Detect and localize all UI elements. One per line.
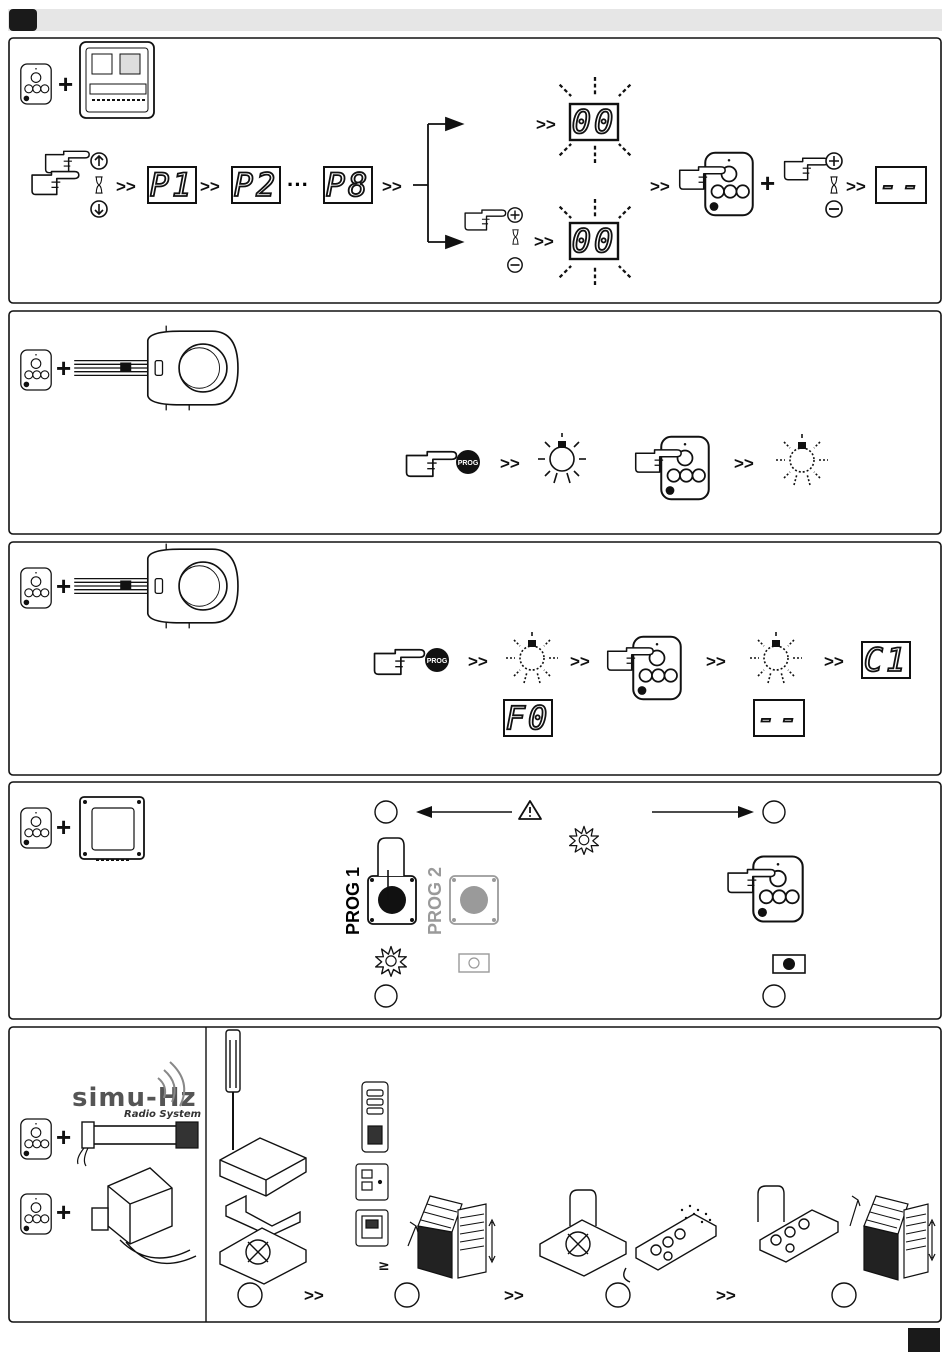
plus-sign: + <box>56 353 71 383</box>
next-arrow: >> <box>846 177 866 196</box>
svg-text:P1: P1 <box>150 166 195 204</box>
plus-sign: + <box>56 1122 71 1152</box>
section-3: + PROG >> F0 >> >> -- >> C1 <box>9 542 941 775</box>
section-4: + PROG 1 <box>9 782 941 1019</box>
section-5: simu-Hz Radio System + + <box>9 1027 941 1322</box>
prog2-label: PROG 2 <box>425 867 445 935</box>
remote-icon <box>21 350 51 390</box>
remote-icon <box>753 857 802 922</box>
plus-button-icon <box>826 153 842 169</box>
minus-button-icon <box>508 258 522 272</box>
remote-icon <box>705 153 753 216</box>
step-circle <box>375 985 397 1007</box>
next-arrow: >> <box>382 177 402 196</box>
prog2-button[interactable] <box>450 876 498 924</box>
svg-text:P8: P8 <box>326 166 371 204</box>
plus-sign: + <box>56 571 71 601</box>
svg-text:Radio System: Radio System <box>124 1109 201 1120</box>
down-button-icon <box>91 201 107 217</box>
prog-button-icon: PROG <box>456 450 480 474</box>
led-on-icon <box>773 955 805 973</box>
svg-text:F0: F0 <box>506 699 551 737</box>
page-marker <box>908 1328 940 1352</box>
display-c1: C1 <box>862 641 910 679</box>
next-arrow: >> <box>716 1286 736 1305</box>
remote-icon <box>661 437 709 500</box>
svg-text:00: 00 <box>572 222 617 260</box>
section-2: + PROG >> >> <box>9 311 941 534</box>
step-circle <box>763 801 785 823</box>
led-off-icon <box>459 954 489 972</box>
plus-sign: + <box>56 812 71 842</box>
next-arrow: >> <box>734 454 754 473</box>
step-circle <box>832 1283 856 1307</box>
plus-sign: + <box>58 69 73 99</box>
next-arrow: >> <box>500 454 520 473</box>
display-00-upper: 00 <box>570 103 618 141</box>
display-p8: P8 <box>324 166 372 204</box>
up-button-icon <box>91 153 107 169</box>
next-arrow: >> <box>706 652 726 671</box>
ellipsis: ··· <box>287 172 309 197</box>
remote-icon <box>21 808 51 848</box>
next-arrow: >> <box>824 652 844 671</box>
step-circle <box>606 1283 630 1307</box>
plus-sign: + <box>760 168 775 198</box>
remote-icon <box>21 1194 51 1234</box>
step-circle <box>763 985 785 1007</box>
greater-equal-sign: ≥ <box>378 1258 390 1274</box>
next-arrow: >> <box>504 1286 524 1305</box>
svg-text:PROG: PROG <box>427 658 448 665</box>
minus-button-icon <box>826 201 842 217</box>
next-arrow: >> <box>570 652 590 671</box>
display-p1: P1 <box>148 166 196 204</box>
display-00-lower: 00 <box>570 222 618 260</box>
step-circle <box>395 1283 419 1307</box>
receiver-box-icon <box>80 797 144 860</box>
next-arrow: >> <box>468 652 488 671</box>
remote-icon <box>21 64 51 104</box>
prog1-button[interactable] <box>368 876 416 924</box>
svg-text:--: -- <box>757 699 802 737</box>
next-arrow: >> <box>304 1286 324 1305</box>
next-arrow: >> <box>116 177 136 196</box>
prog1-label: PROG 1 <box>343 867 363 935</box>
plus-button-icon <box>508 208 522 222</box>
control-box-icon <box>80 42 154 118</box>
next-arrow: >> <box>650 177 670 196</box>
display-f0: F0 <box>504 699 552 737</box>
svg-text:--: -- <box>879 166 924 204</box>
display-dashes: -- <box>754 699 804 737</box>
svg-text:P2: P2 <box>234 166 279 204</box>
remote-icon <box>21 1119 51 1159</box>
next-arrow: >> <box>200 177 220 196</box>
step-circle <box>238 1283 262 1307</box>
next-arrow: >> <box>534 232 554 251</box>
svg-text:PROG: PROG <box>458 460 479 467</box>
plus-sign: + <box>56 1197 71 1227</box>
header-bar <box>8 9 942 31</box>
step-marker-icon <box>9 9 37 31</box>
remote-icon <box>21 568 51 608</box>
step-circle <box>375 801 397 823</box>
display-p2: P2 <box>232 166 280 204</box>
display-dashes: -- <box>876 166 926 204</box>
prog-button-icon: PROG <box>425 648 449 672</box>
svg-text:C1: C1 <box>864 641 909 679</box>
next-arrow: >> <box>536 115 556 134</box>
section-1: + >> P1 >> P2 ··· P8 <box>9 38 941 303</box>
remote-icon <box>633 637 681 700</box>
svg-text:00: 00 <box>572 103 617 141</box>
